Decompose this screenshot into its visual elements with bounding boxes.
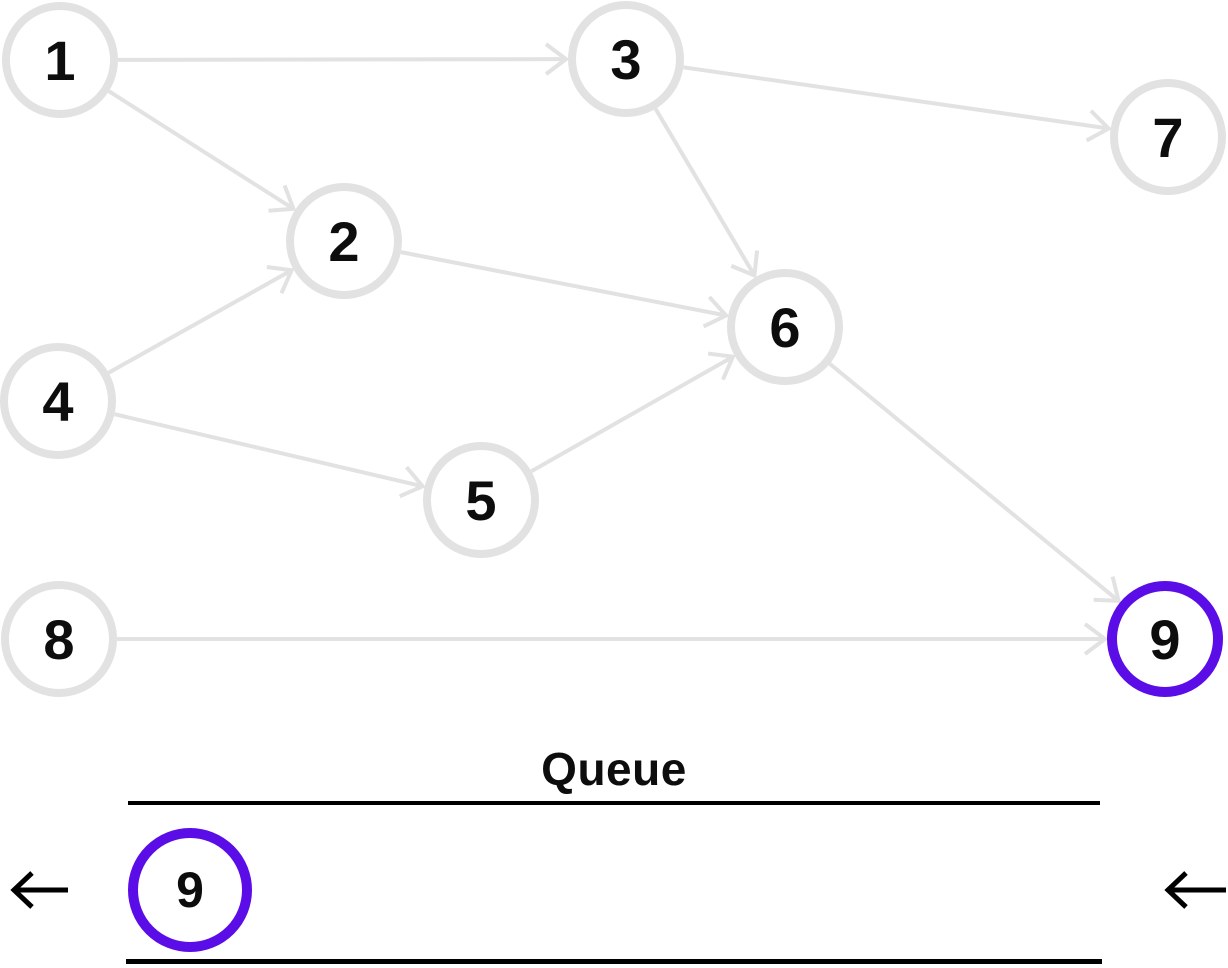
graph-node-4[interactable]: 4 xyxy=(0,343,116,459)
graph-edge-1-3 xyxy=(117,42,570,76)
graph-node-3[interactable]: 3 xyxy=(568,1,684,117)
graph-node-label: 9 xyxy=(1149,608,1180,671)
graph-node-label: 7 xyxy=(1152,106,1183,169)
graph-node-1[interactable]: 1 xyxy=(2,2,118,118)
graph-node-5[interactable]: 5 xyxy=(423,442,539,558)
graph-node-2[interactable]: 2 xyxy=(286,183,402,299)
queue-exit-arrow-icon xyxy=(10,871,68,909)
queue-top-line xyxy=(128,801,1100,805)
graph-node-circle xyxy=(2,2,118,118)
queue-item-label: 9 xyxy=(176,862,204,918)
graph-node-circle xyxy=(286,183,402,299)
graph-node-circle xyxy=(1110,79,1226,195)
graph-node-label: 6 xyxy=(769,296,800,359)
graph-node-label: 3 xyxy=(610,28,641,91)
graph-edge-2-6 xyxy=(400,250,730,329)
graph-node-label: 1 xyxy=(44,29,75,92)
queue-item-9: 9 xyxy=(128,828,252,952)
graph-edges xyxy=(107,42,1122,656)
graph-edge-3-7 xyxy=(683,65,1112,143)
queue-enter-arrow-icon xyxy=(1164,871,1226,909)
graph-edge-4-5 xyxy=(114,412,426,499)
graph-edge-6-9 xyxy=(828,362,1122,604)
graph-node-8[interactable]: 8 xyxy=(1,581,117,697)
graph-node-circle-highlighted xyxy=(1107,581,1223,697)
graph-edge-4-2 xyxy=(107,264,295,375)
graph-nodes: 1 2 3 4 5 6 7 8 9 xyxy=(0,1,1226,697)
graph-node-circle xyxy=(0,343,116,459)
graph-node-label: 2 xyxy=(328,210,359,273)
queue-items: 9 xyxy=(128,826,252,954)
graph-node-circle xyxy=(727,269,843,385)
graph-edge-5-6 xyxy=(530,351,736,474)
graph-edge-3-6 xyxy=(653,107,760,279)
graph-node-6[interactable]: 6 xyxy=(727,269,843,385)
graph-node-label: 5 xyxy=(465,469,496,532)
graph-node-circle xyxy=(423,442,539,558)
graph-node-9[interactable]: 9 xyxy=(1107,581,1223,697)
graph-node-circle xyxy=(1,581,117,697)
graph-node-label: 4 xyxy=(42,370,73,433)
graph-node-circle xyxy=(568,1,684,117)
graph-node-label: 8 xyxy=(43,608,74,671)
queue-title: Queue xyxy=(541,743,687,795)
graph-canvas: 1 2 3 4 5 6 7 8 9 xyxy=(0,1,1226,697)
queue-bottom-line xyxy=(126,959,1102,964)
graph-edge-1-2 xyxy=(107,89,297,213)
graph-node-7[interactable]: 7 xyxy=(1110,79,1226,195)
